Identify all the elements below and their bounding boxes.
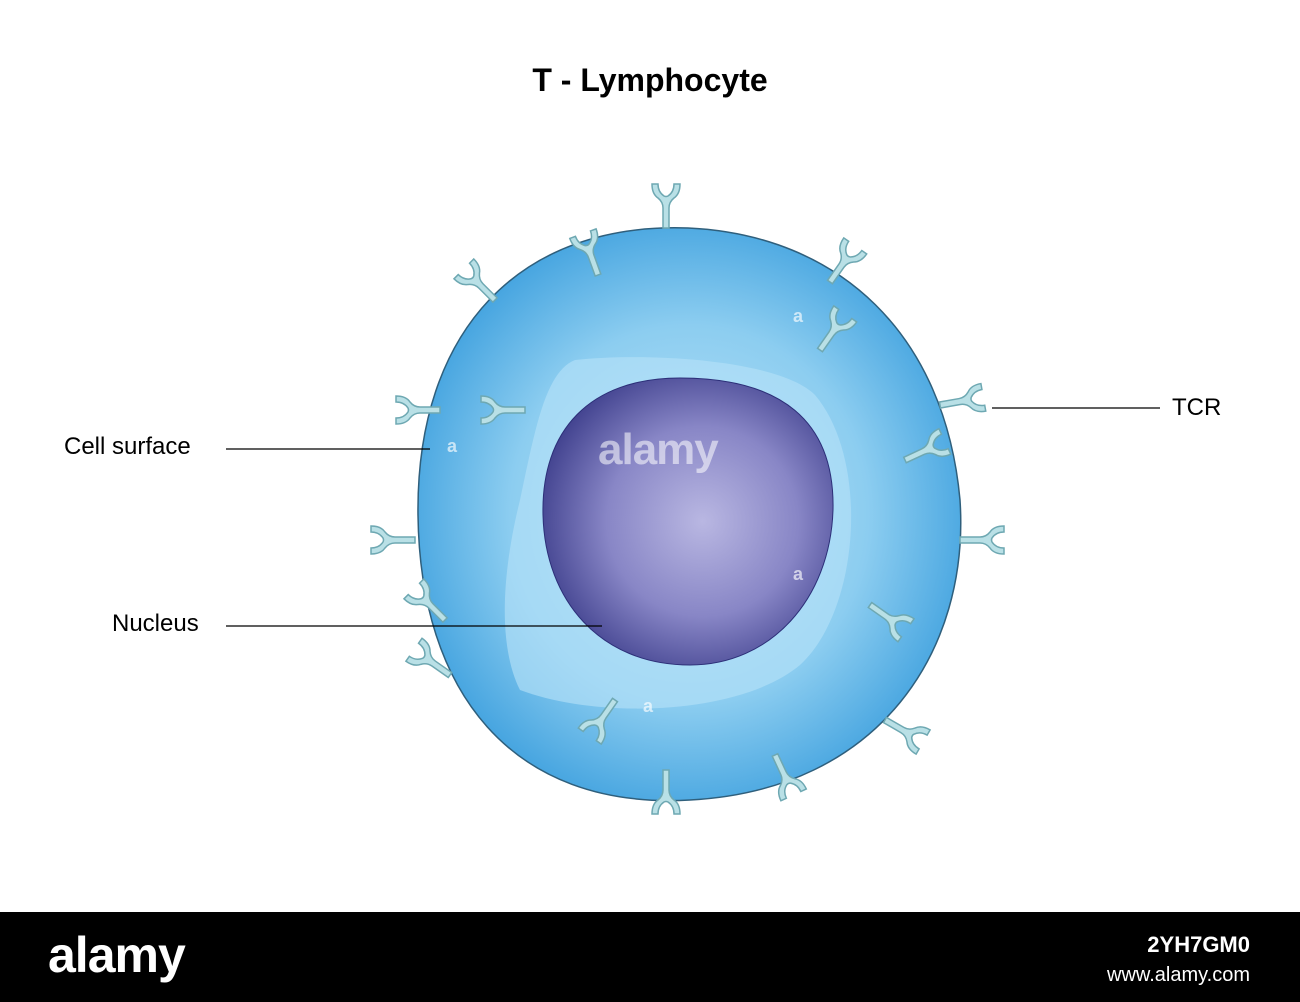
brand-logo: alamy xyxy=(48,927,186,983)
watermark-mark: a xyxy=(447,436,458,456)
watermark-center: alamy xyxy=(598,425,719,474)
cell-surface-label: Cell surface xyxy=(64,433,191,460)
diagram-title: T - Lymphocyte xyxy=(532,62,768,98)
t-cell-receptor-icon xyxy=(651,183,681,229)
footer-bar: alamy 2YH7GM0 www.alamy.com xyxy=(0,912,1300,1002)
t-cell-receptor-icon xyxy=(370,525,416,555)
tcr-label: TCR xyxy=(1172,394,1222,421)
watermark-mark: a xyxy=(643,696,654,716)
watermark-mark: a xyxy=(793,564,804,584)
site-url: www.alamy.com xyxy=(1107,964,1250,986)
t-lymphocyte-diagram: a a a a a xyxy=(226,183,1160,815)
nucleus xyxy=(542,377,834,666)
t-cell-receptor-icon xyxy=(936,382,987,420)
watermark-mark: a xyxy=(793,306,804,326)
footer-info: 2YH7GM0 www.alamy.com xyxy=(1107,932,1250,987)
t-cell-receptor-icon xyxy=(959,525,1005,555)
nucleus-label: Nucleus xyxy=(112,610,199,637)
image-id: 2YH7GM0 xyxy=(1147,932,1250,957)
watermark-mark: a xyxy=(947,704,958,724)
